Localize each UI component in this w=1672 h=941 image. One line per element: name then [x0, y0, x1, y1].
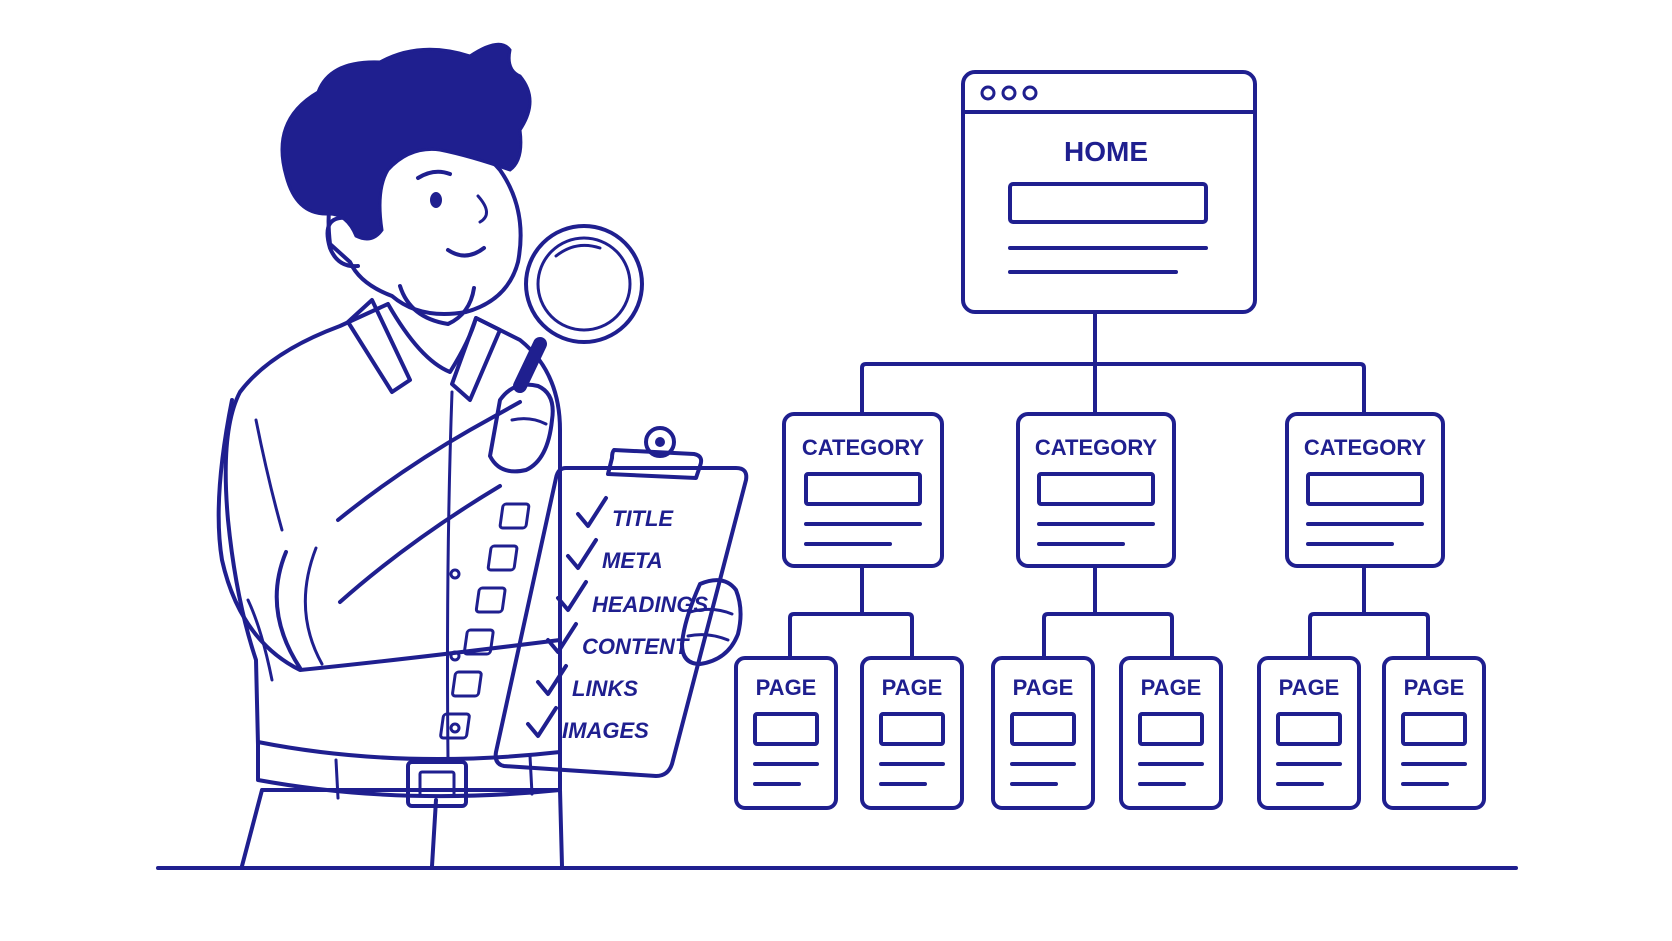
checkmark-icon — [556, 580, 588, 612]
window-dot-icon — [1001, 85, 1017, 101]
trousers — [240, 788, 564, 868]
page-label: PAGE — [1013, 675, 1074, 700]
right-hand — [488, 382, 555, 474]
page-label: PAGE — [1141, 675, 1202, 700]
category-node: CATEGORY — [1285, 412, 1445, 568]
checklist-item: IMAGES — [439, 706, 649, 743]
left-hand — [680, 578, 743, 666]
category-node: CATEGORY — [1016, 412, 1176, 568]
checklist-item: CONTENT — [462, 622, 690, 659]
checklist-item: META — [486, 538, 663, 573]
page-label: PAGE — [882, 675, 943, 700]
eye — [430, 192, 442, 208]
shirt — [223, 302, 562, 754]
checklist-label: META — [602, 548, 663, 573]
page-node: PAGE — [1257, 656, 1361, 810]
tree-connectors — [788, 308, 1430, 660]
home-label: HOME — [1064, 136, 1148, 167]
category-label: CATEGORY — [1304, 435, 1427, 460]
page-label: PAGE — [756, 675, 817, 700]
eyebrow — [416, 169, 452, 180]
category-nodes: CATEGORY CATEGORY CATEGORY — [782, 412, 1445, 568]
category-label: CATEGORY — [802, 435, 925, 460]
checklist: TITLE META HEADINGS CONTENT LINKS — [439, 496, 708, 743]
clipboard-clip — [606, 448, 704, 480]
smile — [446, 246, 486, 258]
checkmark-icon — [526, 706, 558, 738]
magnifying-glass-icon — [513, 224, 644, 393]
window-dot-icon — [980, 85, 996, 101]
checklist-label: LINKS — [572, 676, 638, 701]
person-figure — [216, 42, 644, 868]
clipboard-board — [493, 466, 749, 778]
ear — [325, 215, 360, 269]
site-structure-tree: HOME CATEGORY CATEGORY — [734, 70, 1486, 810]
rolled-sleeve — [274, 550, 302, 670]
shirt-button — [449, 722, 461, 734]
checklist-item: TITLE — [498, 496, 674, 531]
checklist-item: HEADINGS — [474, 580, 708, 617]
clipboard: TITLE META HEADINGS CONTENT LINKS — [439, 426, 749, 778]
hair — [280, 42, 532, 241]
page-label: PAGE — [1404, 675, 1465, 700]
belt-buckle-icon — [406, 760, 468, 808]
category-label: CATEGORY — [1035, 435, 1158, 460]
checklist-item: LINKS — [451, 664, 638, 701]
home-node: HOME — [961, 70, 1257, 314]
nose — [476, 194, 488, 224]
shirt-button — [449, 568, 461, 580]
checklist-label: IMAGES — [562, 718, 649, 743]
page-node: PAGE — [991, 656, 1095, 810]
checkmark-icon — [576, 496, 608, 528]
page-node: PAGE — [1119, 656, 1223, 810]
checkmark-icon — [566, 538, 598, 570]
window-dot-icon — [1022, 85, 1038, 101]
page-node: PAGE — [1382, 656, 1486, 810]
checkmark-icon — [546, 622, 578, 654]
category-node: CATEGORY — [782, 412, 944, 568]
checkmark-icon — [536, 664, 568, 696]
page-nodes: PAGE PAGE PAGE PAGE — [734, 656, 1486, 810]
page-label: PAGE — [1279, 675, 1340, 700]
page-node: PAGE — [734, 656, 838, 810]
checklist-label: TITLE — [612, 506, 674, 531]
shirt-collar — [346, 298, 412, 394]
page-node: PAGE — [860, 656, 964, 810]
checklist-label: CONTENT — [582, 634, 690, 659]
